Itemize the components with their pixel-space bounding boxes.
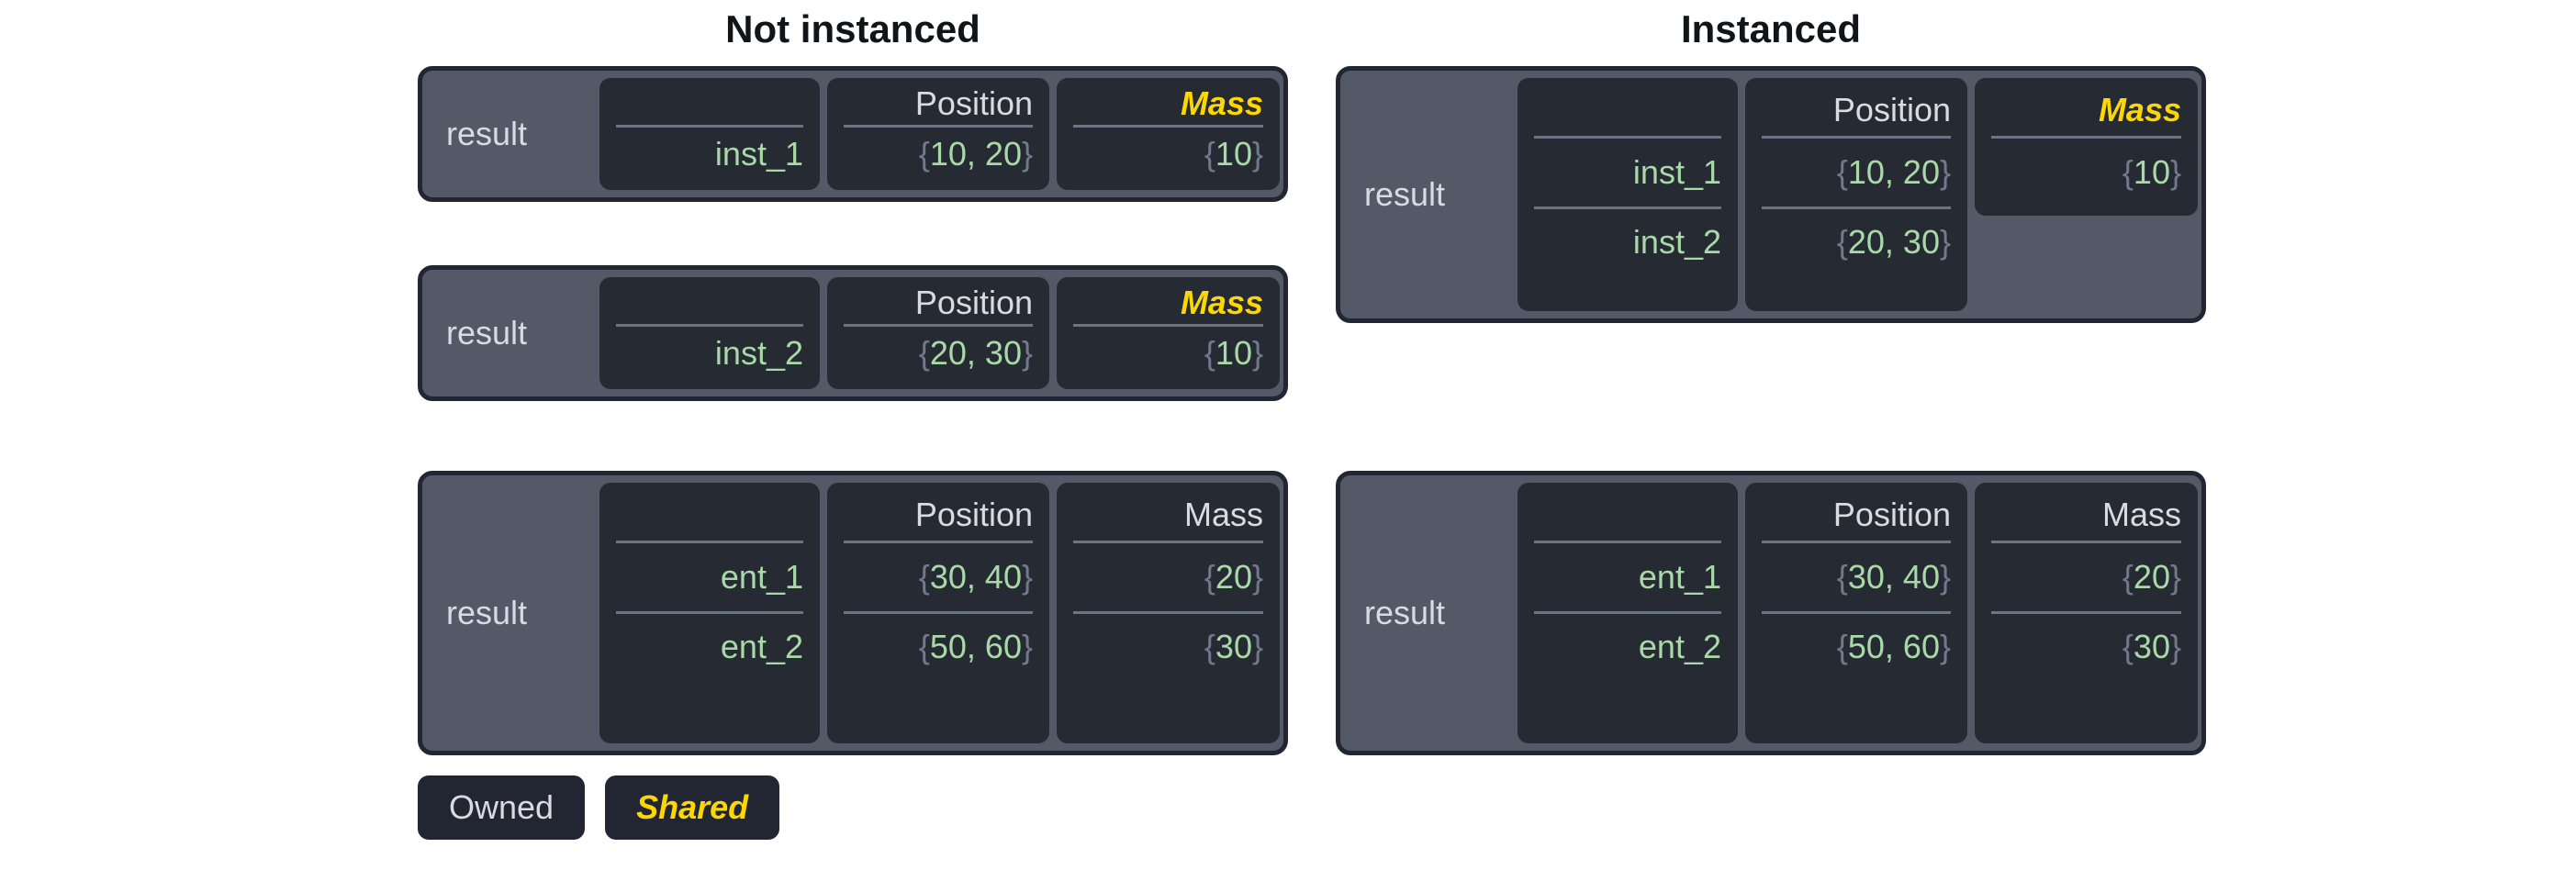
cell-entity-1: inst_1	[714, 134, 803, 173]
column-mass: Mass {10}	[1975, 78, 2198, 216]
column-mass: Mass {10}	[1057, 78, 1280, 190]
column-mass: Mass {20} {30}	[1057, 483, 1280, 743]
column-position: Position {20, 30}	[827, 277, 1049, 389]
column-entity: inst_1 inst_2	[1518, 78, 1738, 311]
result-card: result inst_1 inst_2 Position {10, 20} {20, …	[1336, 66, 2206, 323]
columns-group: ent_1 ent_2 Position {30, 40} {50, 60} Mass {2…	[599, 483, 1280, 743]
cell-position-1: {10, 20}	[918, 134, 1033, 173]
cell-mass-1: {20}	[2122, 558, 2181, 596]
result-card: result inst_2 Position {20, 30} Mass {10}	[418, 265, 1288, 401]
column-header-mass: Mass	[1991, 488, 2181, 543]
cell-position-1: {20, 30}	[918, 333, 1033, 372]
result-label: result	[446, 115, 528, 152]
column-position: Position {30, 40} {50, 60}	[1745, 483, 1967, 743]
column-entity: ent_1 ent_2	[1518, 483, 1738, 743]
column-header-entity	[616, 84, 803, 128]
column-entity: ent_1 ent_2	[599, 483, 820, 743]
result-label: result	[1364, 594, 1446, 631]
cell-position-1: {10, 20}	[1836, 153, 1951, 191]
column-position: Position {10, 20} {20, 30}	[1745, 78, 1967, 311]
columns-group: inst_1 inst_2 Position {10, 20} {20, 30} Mass…	[1518, 78, 2198, 311]
column-header-position: Position	[844, 488, 1033, 543]
column-header-mass: Mass	[1073, 84, 1263, 128]
result-label: result	[446, 594, 528, 631]
cell-position-1: {30, 40}	[918, 558, 1033, 596]
column-header-entity	[616, 488, 803, 543]
columns-group: inst_1 Position {10, 20} Mass {10}	[599, 78, 1280, 190]
column-mass: Mass {20} {30}	[1975, 483, 2198, 743]
cell-position-2: {20, 30}	[1762, 206, 1951, 274]
column-header-entity	[1534, 488, 1721, 543]
column-entity: inst_2	[599, 277, 820, 389]
cell-mass-1: {10}	[1204, 333, 1263, 372]
cell-position-1: {30, 40}	[1836, 558, 1951, 596]
legend-chip-owned: Owned	[418, 775, 586, 840]
result-card: result ent_1 ent_2 Position {30, 40} {50, 60…	[1336, 471, 2206, 755]
result-card: result inst_1 Position {10, 20} Mass {10}	[418, 66, 1288, 202]
columns-group: ent_1 ent_2 Position {30, 40} {50, 60} Mass {2…	[1518, 483, 2198, 743]
cell-mass-2: {30}	[1991, 611, 2181, 679]
column-header-mass: Mass	[1073, 488, 1263, 543]
cell-entity-1: ent_1	[720, 558, 803, 596]
cell-mass-2: {30}	[1073, 611, 1263, 679]
heading-left: Not instanced	[725, 7, 980, 50]
cell-entity-1: ent_1	[1638, 558, 1721, 596]
column-mass: Mass {10}	[1057, 277, 1280, 389]
column-header-entity	[616, 283, 803, 327]
cell-mass-1: {10}	[2122, 153, 2181, 191]
heading-right: Instanced	[1680, 7, 1862, 50]
column-position: Position {10, 20}	[827, 78, 1049, 190]
column-entity: inst_1	[599, 78, 820, 190]
column-header-position: Position	[844, 283, 1033, 327]
column-header-position: Position	[1762, 84, 1951, 139]
cell-entity-2: ent_2	[616, 611, 803, 679]
column-header-mass: Mass	[1073, 283, 1263, 327]
result-card: result ent_1 ent_2 Position {30, 40} {50, 60…	[418, 471, 1288, 755]
column-header-position: Position	[844, 84, 1033, 128]
columns-group: inst_2 Position {20, 30} Mass {10}	[599, 277, 1280, 389]
legend: Owned Shared	[418, 775, 780, 840]
cell-mass-1: {20}	[1204, 558, 1263, 596]
cell-entity-1: inst_1	[1632, 153, 1721, 191]
cell-mass-1: {10}	[1204, 134, 1263, 173]
cell-entity-2: ent_2	[1534, 611, 1721, 679]
cell-entity-2: inst_2	[1534, 206, 1721, 274]
result-label: result	[1364, 175, 1446, 213]
column-header-entity	[1534, 84, 1721, 139]
cell-position-2: {50, 60}	[844, 611, 1033, 679]
column-header-mass: Mass	[1991, 84, 2181, 139]
cell-entity-1: inst_2	[714, 333, 803, 372]
column-position: Position {30, 40} {50, 60}	[827, 483, 1049, 743]
legend-chip-shared: Shared	[605, 775, 780, 840]
cell-position-2: {50, 60}	[1762, 611, 1951, 679]
result-label: result	[446, 314, 528, 351]
column-header-position: Position	[1762, 488, 1951, 543]
